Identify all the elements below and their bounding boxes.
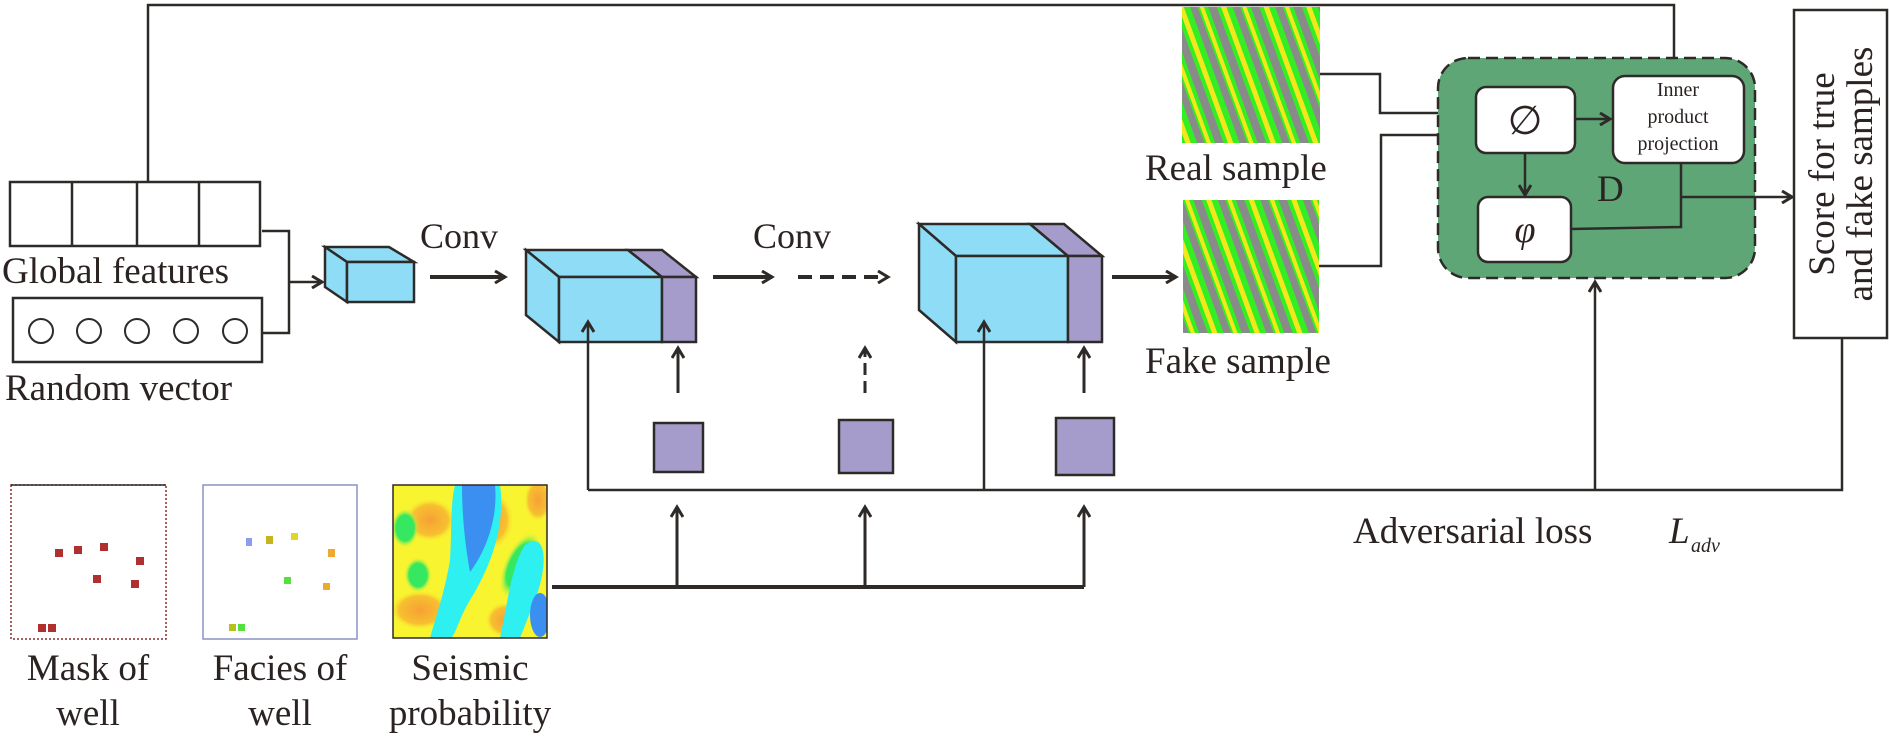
condition-embedding-3 bbox=[1054, 416, 1116, 477]
inner-product-projection-box bbox=[1611, 74, 1746, 165]
score-output-box bbox=[1792, 8, 1889, 340]
inner-product-line3: projection bbox=[1637, 133, 1718, 155]
loss-symbol: L bbox=[1668, 511, 1690, 552]
seismic-probability-image bbox=[392, 484, 548, 639]
conv-label-2: Conv bbox=[753, 216, 831, 256]
global-features-vector bbox=[8, 180, 262, 248]
global-features-label: Global features bbox=[2, 251, 229, 292]
loss-subscript: adv bbox=[1691, 535, 1720, 557]
varphi-symbol: φ bbox=[1514, 209, 1535, 251]
conv-label-1: Conv bbox=[420, 216, 498, 256]
well-mask-image bbox=[10, 484, 167, 640]
fake-sample-image bbox=[1183, 200, 1319, 333]
condition-embedding-2 bbox=[837, 418, 895, 475]
adversarial-loss-label: Adversarial loss bbox=[1353, 511, 1592, 552]
seismic-label-line1: Seismic bbox=[411, 648, 528, 689]
random-vector bbox=[11, 296, 264, 364]
feature-block-1 bbox=[522, 247, 700, 345]
global-feature-feedback-line bbox=[146, 3, 1674, 182]
facies-label-line1: Facies of bbox=[213, 648, 348, 689]
real-sample-connector bbox=[1320, 72, 1472, 113]
fake-sample-label: Fake sample bbox=[1145, 341, 1331, 382]
adversarial-loss-line bbox=[588, 338, 1844, 492]
score-label-line1: Score for true bbox=[1802, 72, 1843, 275]
discriminator-label: D bbox=[1597, 169, 1624, 210]
seismic-label-line2: probability bbox=[389, 693, 552, 734]
inner-product-line2: product bbox=[1647, 106, 1709, 128]
score-label-line2: and fake samples bbox=[1840, 47, 1881, 302]
condition-embedding-1 bbox=[652, 421, 705, 474]
facies-label-line2: well bbox=[248, 693, 312, 734]
mask-label-line2: well bbox=[56, 693, 120, 734]
fake-sample-connector bbox=[1319, 135, 1472, 268]
inner-product-line1: Inner bbox=[1657, 79, 1700, 101]
real-sample-label: Real sample bbox=[1145, 148, 1327, 189]
latent-feature-cube bbox=[320, 244, 419, 305]
phi-symbol: ∅ bbox=[1508, 98, 1543, 143]
input-merge-connector bbox=[262, 229, 291, 335]
feature-block-2 bbox=[915, 221, 1106, 345]
random-vector-label: Random vector bbox=[5, 368, 232, 409]
varphi-output-line bbox=[1570, 163, 1683, 231]
mask-label-line1: Mask of bbox=[27, 648, 150, 689]
well-facies-image bbox=[202, 484, 358, 640]
real-sample-image bbox=[1182, 7, 1320, 143]
